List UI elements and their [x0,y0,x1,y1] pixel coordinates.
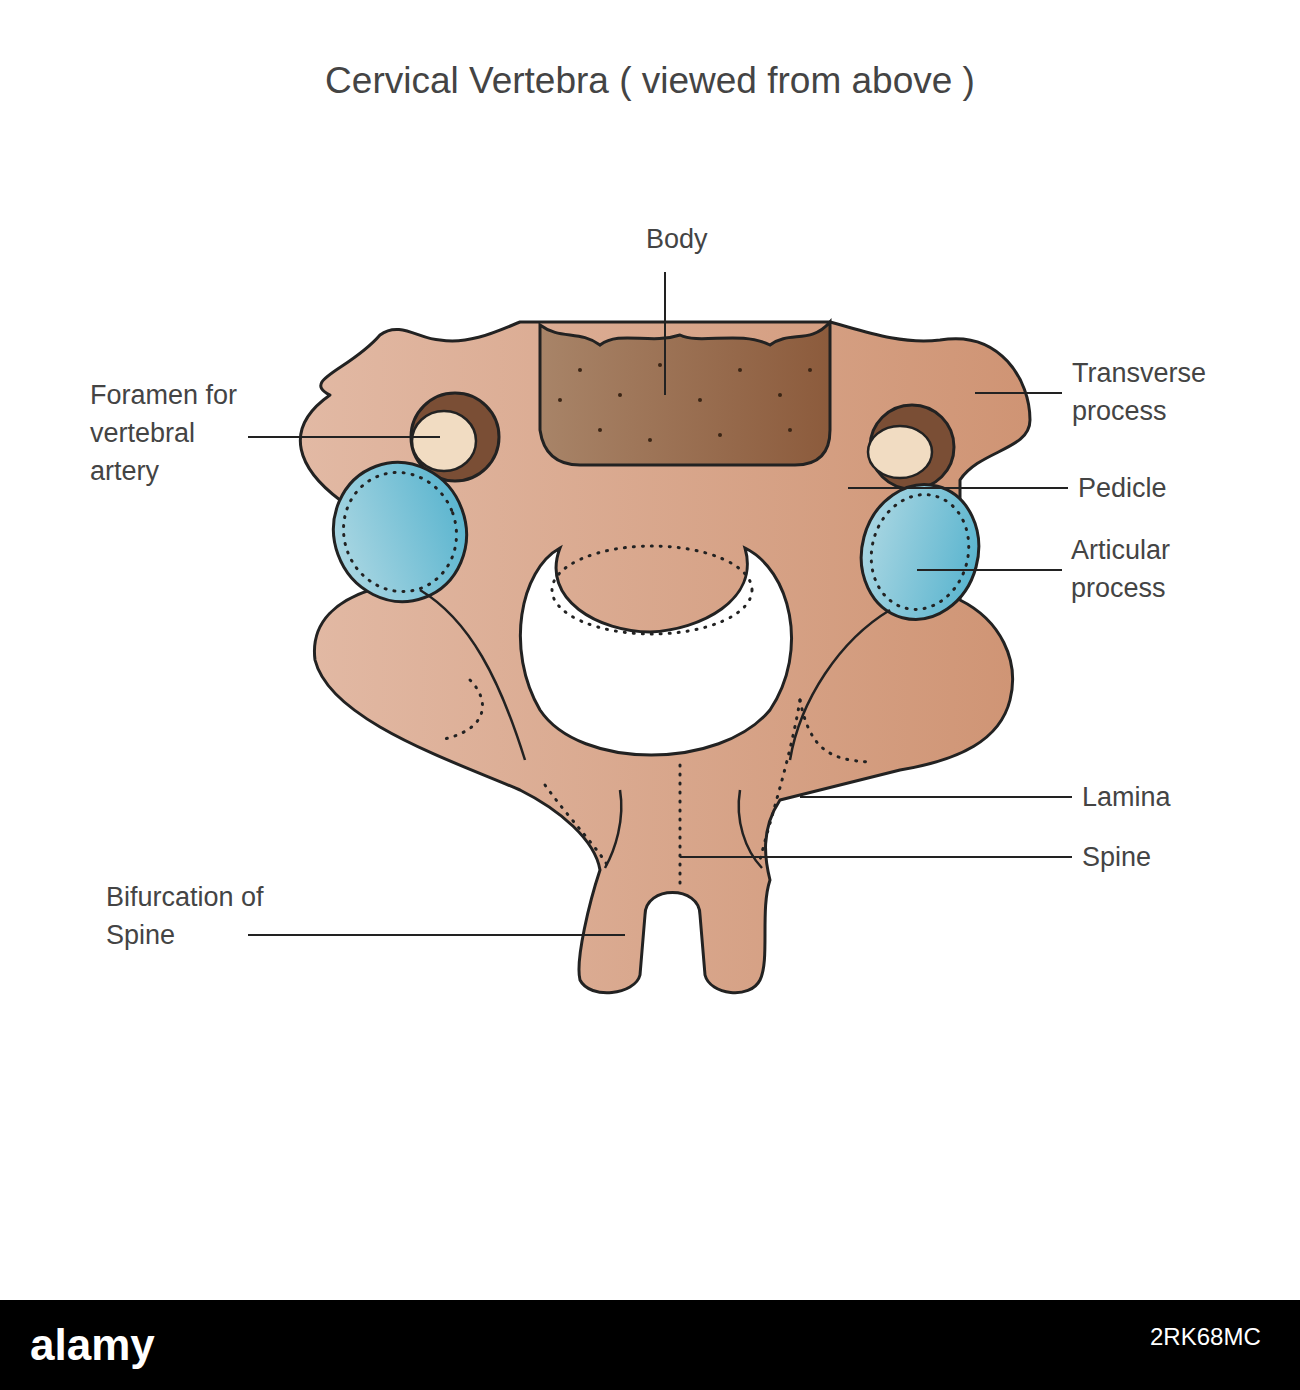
part-label: Lamina [1082,778,1171,816]
part-label: Articular process [1071,531,1246,607]
watermark-logo: alamy [30,1320,155,1370]
part-label: Spine [1082,838,1151,876]
part-label: Pedicle [1078,469,1167,507]
vertebral-body [540,322,830,465]
part-label: Body [646,220,708,258]
part-label: Foramen for vertebral artery [90,376,270,490]
part-label: Transverse process [1072,354,1247,430]
dotted-lines [327,456,982,885]
leader-lines [248,272,1072,935]
dotted-outline [552,546,752,634]
watermark-bar [0,1300,1300,1390]
image-id: 2RK68MC [1150,1322,1261,1352]
part-label: Bifurcation of Spine [106,878,271,954]
vertebra-outline [300,322,1030,993]
foramen-hole [868,426,932,478]
foramen-hole [412,411,476,471]
articular-facet [314,444,486,621]
bone-detail-lines [420,590,890,868]
diagram-title: Cervical Vertebra ( viewed from above ) [0,58,1300,104]
vertebra-illustration [0,0,1300,1300]
vertebral-foramen [520,548,791,755]
body-dots [558,363,812,442]
articular-facet [846,471,993,632]
